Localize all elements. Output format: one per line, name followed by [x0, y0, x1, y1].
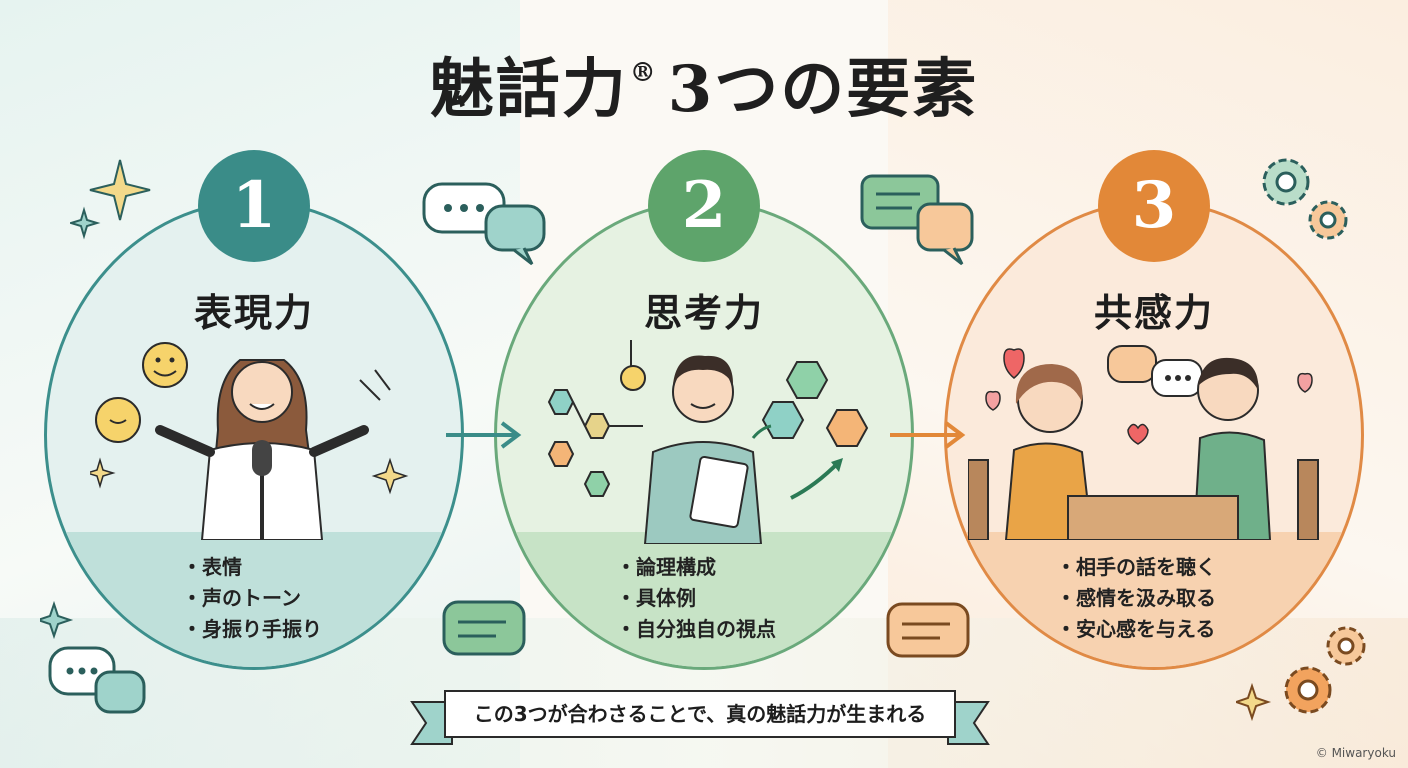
- bullet-item: 自分独自の視点: [616, 614, 776, 645]
- message-bubble-icon: [442, 600, 526, 656]
- thinker-illustration: [547, 340, 869, 544]
- title-main: 魅話力: [429, 52, 628, 127]
- arrow-right-icon: [890, 421, 966, 449]
- element-number-3: 3: [1098, 150, 1210, 262]
- bullet-item: 感情を汲み取る: [1056, 583, 1216, 614]
- registered-mark: ®: [629, 58, 658, 88]
- message-bubble-icon: [886, 602, 970, 658]
- bullet-item: 安心感を与える: [1056, 614, 1216, 645]
- element-number-2: 2: [648, 150, 760, 262]
- copyright: © Miwaryoku: [1315, 746, 1396, 760]
- chat-bubble-icon: [40, 600, 146, 714]
- bullet-item: 相手の話を聴く: [1056, 552, 1216, 583]
- message-bubble-icon: [860, 174, 974, 266]
- bullet-item: 表情: [182, 552, 322, 583]
- title-rest: 3つの要素: [667, 52, 979, 127]
- conversation-illustration: [968, 345, 1319, 540]
- element-title-3: 共感力: [1093, 291, 1214, 335]
- gear-icon: [1236, 626, 1366, 722]
- arrow-right-icon: [446, 421, 522, 449]
- bullet-item: 具体例: [616, 583, 776, 614]
- speaker-illustration: [90, 342, 409, 540]
- gear-icon: [1262, 158, 1348, 240]
- banner-text: この3つが合わさることで、真の魅話力が生まれる: [444, 690, 956, 738]
- bullet-item: 身振り手振り: [182, 614, 322, 645]
- summary-banner: この3つが合わさることで、真の魅話力が生まれる: [410, 690, 990, 750]
- bullet-item: 論理構成: [616, 552, 776, 583]
- page-title: 魅話力® 3つの要素: [0, 38, 1408, 130]
- element-title-1: 表現力: [193, 291, 314, 335]
- element-bullets-3: 相手の話を聴く 感情を汲み取る 安心感を与える: [1056, 552, 1216, 645]
- element-number-1: 1: [198, 150, 310, 262]
- bullet-item: 声のトーン: [182, 583, 322, 614]
- chat-bubble-icon: [422, 182, 546, 266]
- element-title-2: 思考力: [643, 291, 764, 335]
- element-bullets-2: 論理構成 具体例 自分独自の視点: [616, 552, 776, 645]
- sparkle-icon: [70, 159, 151, 240]
- element-bullets-1: 表情 声のトーン 身振り手振り: [182, 552, 322, 645]
